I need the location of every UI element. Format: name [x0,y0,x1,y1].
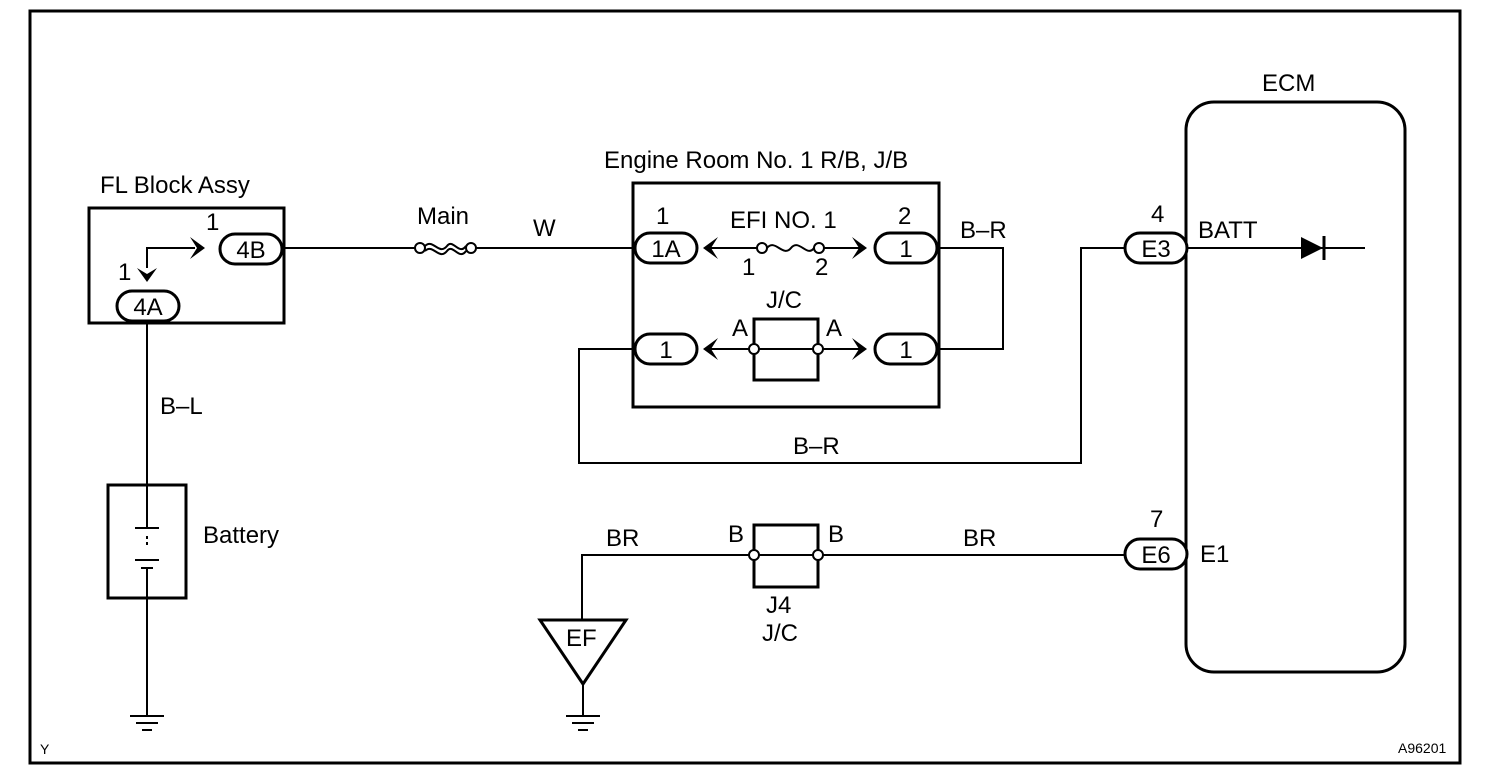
fl-block-4b-pin-number: 1 [206,209,219,236]
ecm-batt-pin-name: BATT [1198,217,1258,244]
engine-room-right-top-arrow-icon [852,237,867,259]
j4-pin-left: B [728,521,744,548]
connector-e6-label: E6 [1141,542,1170,569]
jc-pin-right: A [826,315,842,342]
efi-fuse-icon [756,242,825,254]
connector-1a-arrow-icon [703,237,718,259]
engine-room-left-top-pin-number: 1 [656,203,669,230]
battery-ground-icon [130,715,164,731]
jc-node-left [748,343,760,355]
fl-block-title: FL Block Assy [100,172,250,199]
j4-type: J/C [762,620,798,647]
main-fusible-link-icon [414,242,477,256]
ecm-e1-pin-number: 7 [1150,506,1163,533]
jc-node-right [812,343,824,355]
wire-b-l-label: B–L [160,393,203,420]
engine-room-right-bottom-arrow-icon [852,338,867,360]
ground-ef-icon [566,715,600,731]
connector-4b-label: 4B [236,237,265,264]
engine-room-right-top-pin-number: 2 [898,203,911,230]
wire-b-r-to-ecm [578,247,1125,464]
wire-b-r-top-label: B–R [960,217,1007,244]
wire-b-r-bottom-label: B–R [793,433,840,460]
j4-name: J4 [766,592,791,619]
efi-fuse-label: EFI NO. 1 [730,207,837,234]
fl-block-4a-pin-number: 1 [118,259,131,286]
battery-label: Battery [203,522,279,549]
wire-br-right-label: BR [963,525,996,552]
corner-label-right: A96201 [1398,740,1446,756]
j4-pin-right: B [828,521,844,548]
wire-br-left-label: BR [606,525,639,552]
ecm-box [1184,100,1407,674]
battery-symbol-icon [135,485,159,598]
ecm-batt-pin-number: 4 [1151,201,1164,228]
connector-1a [633,231,699,265]
corner-label-left: Y [40,741,50,757]
wire-w-label: W [533,215,556,242]
engine-room-title: Engine Room No. 1 R/B, J/B [604,147,908,174]
engine-room-box [631,181,941,409]
fl-block-4a-arrow-icon [137,268,157,282]
wire-b-r-loop [937,247,1004,350]
diode-icon [1301,236,1326,260]
connector-left-bottom-arrow-icon [703,338,718,360]
wire-br-left [581,554,749,620]
fl-block-4b-arrow-icon [190,237,205,259]
connector-right-bottom-label: 1 [899,337,912,364]
fl-block-internal-wire [146,247,195,268]
j4-node-right [812,549,824,561]
connector-left-bottom-label: 1 [659,337,672,364]
ground-ef-label: EF [566,625,597,652]
jc-label: J/C [766,287,802,314]
diagram-frame [28,9,1462,765]
jc-pin-left: A [732,315,748,342]
efi-fuse-pin-left: 1 [742,254,755,281]
fl-block-box [87,206,286,325]
connector-e3-label: E3 [1141,236,1170,263]
ecm-title: ECM [1262,70,1315,97]
connector-4a-label: 4A [133,294,162,321]
main-fuse-label: Main [417,203,469,230]
j4-node-left [748,549,760,561]
ecm-e1-pin-name: E1 [1200,541,1229,568]
efi-fuse-pin-right: 2 [815,254,828,281]
ground-ef-triangle-icon [537,618,629,687]
connector-1a-label: 1A [651,236,680,263]
connector-right-top-label: 1 [899,236,912,263]
